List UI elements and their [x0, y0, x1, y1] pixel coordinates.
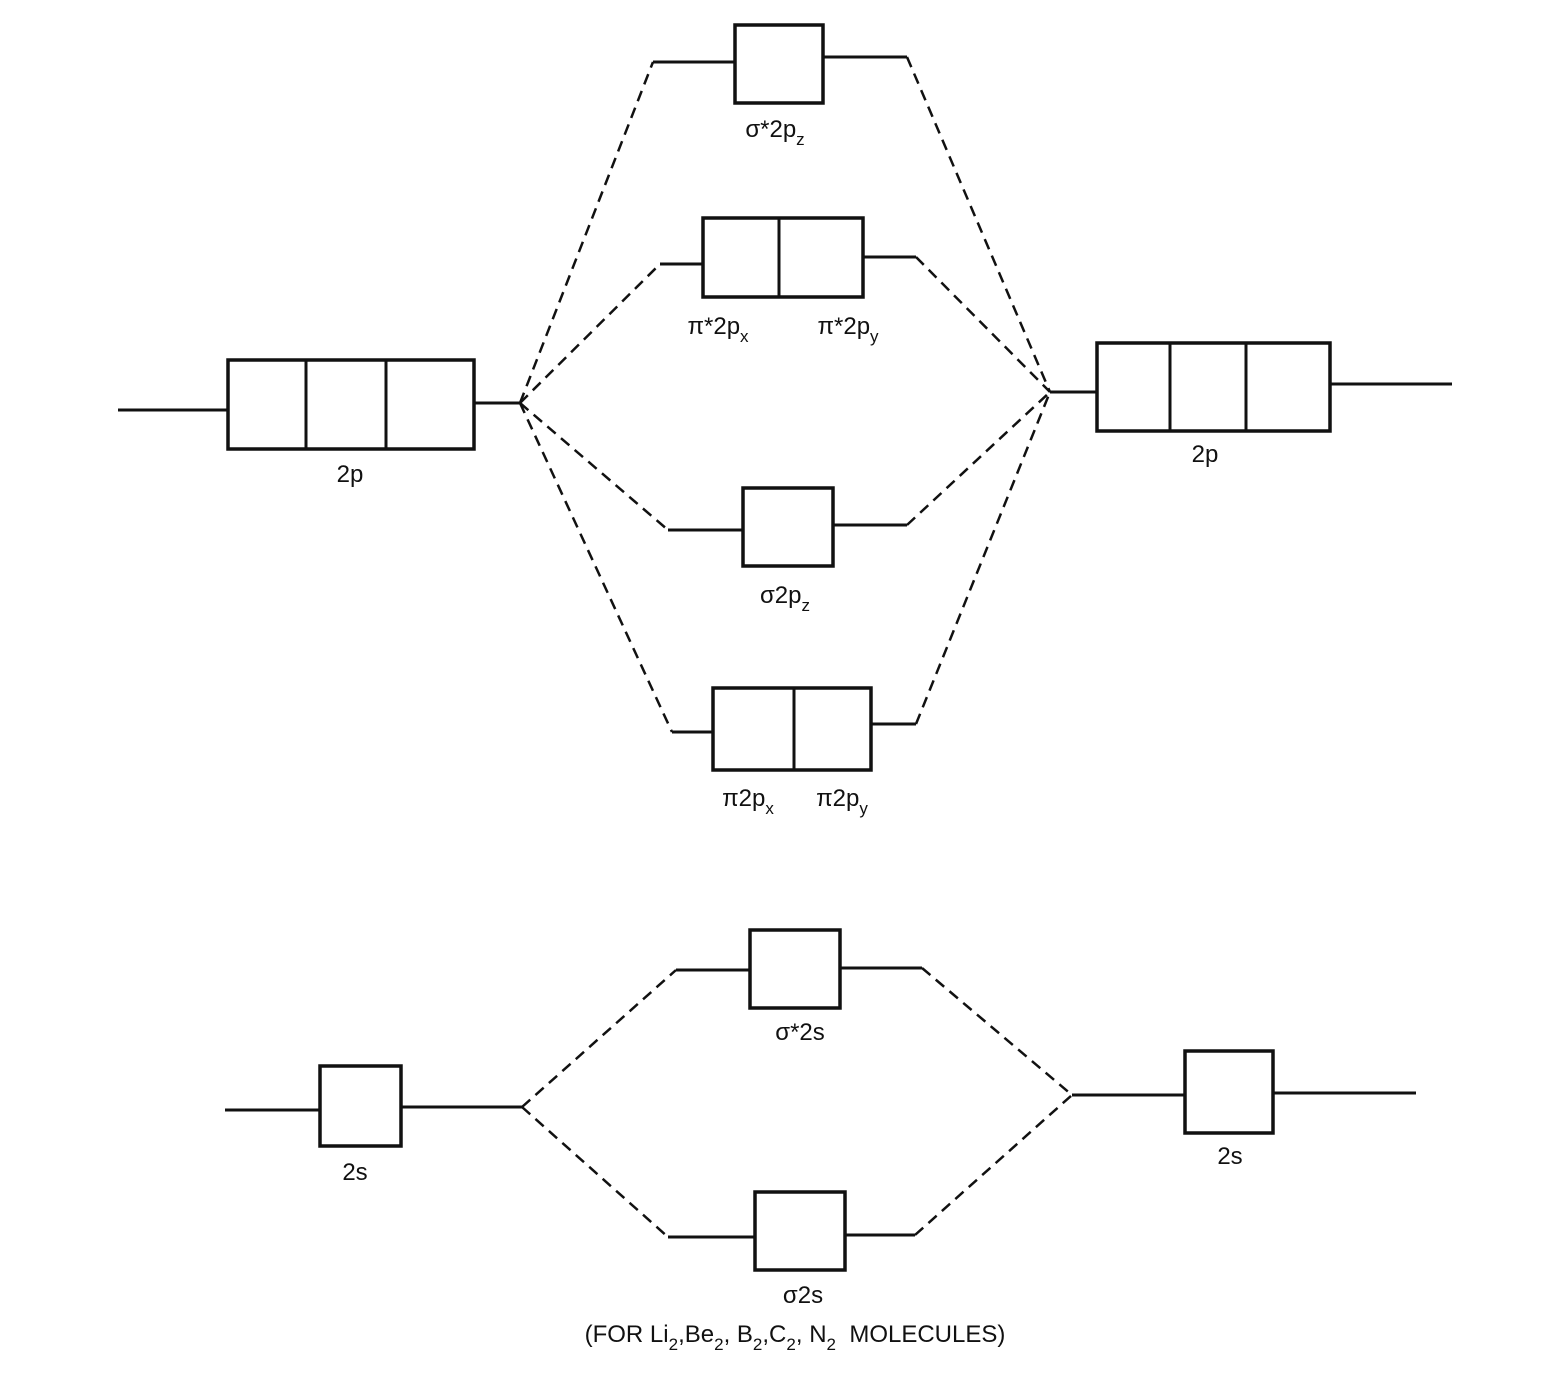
correlation-lines-2p — [518, 56, 1052, 733]
label-sigma-2pz: σ2pz — [760, 582, 810, 615]
caption: (FOR Li2,Be2, B2,C2, N2 MOLECULES) — [585, 1321, 1006, 1354]
orbital-sigma-star-2pz: σ*2pz — [653, 23, 907, 149]
orbital-sigma-2pz: σ2pz — [668, 486, 907, 615]
label-left-2s: 2s — [342, 1159, 367, 1186]
atomic-orbital-right-2s: 2s — [1072, 1049, 1416, 1170]
label-right-2s: 2s — [1217, 1143, 1242, 1170]
orbital-pi-star-2p: π*2px π*2py — [660, 216, 916, 346]
atomic-orbital-left-2p: 2p — [118, 358, 520, 488]
label-pi-2py: π2py — [816, 785, 868, 818]
label-pi-star-2px: π*2px — [687, 313, 749, 346]
atomic-orbital-left-2s: 2s — [225, 1064, 522, 1186]
label-right-2p: 2p — [1192, 441, 1219, 468]
label-left-2p: 2p — [337, 461, 364, 488]
orbital-sigma-2s: σ2s — [668, 1190, 915, 1309]
label-pi-star-2py: π*2py — [817, 313, 879, 346]
orbital-pi-2p: π2px π2py — [672, 686, 916, 818]
label-sigma-star-2s: σ*2s — [775, 1019, 825, 1046]
label-pi-2px: π2px — [722, 785, 774, 818]
label-sigma-star-2pz: σ*2pz — [745, 116, 804, 149]
correlation-lines-2s — [521, 967, 1073, 1238]
orbital-sigma-star-2s: σ*2s — [676, 928, 922, 1046]
atomic-orbital-right-2p: 2p — [1050, 341, 1452, 468]
label-sigma-2s: σ2s — [783, 1282, 823, 1309]
